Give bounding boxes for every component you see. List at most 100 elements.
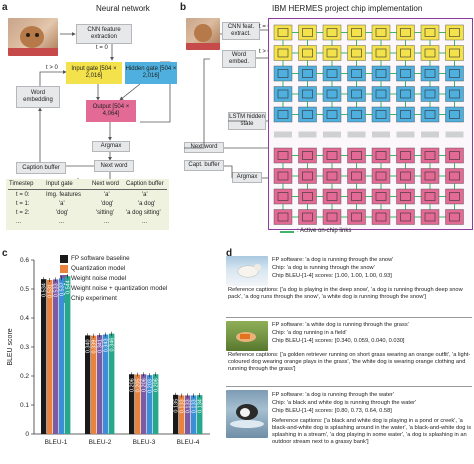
chip-tile-pink (273, 147, 293, 164)
chip-tile-blue (371, 65, 391, 82)
legend-label: FP software baseline (71, 255, 130, 262)
chip-tile-core (351, 89, 362, 99)
chip-tile-blue (273, 86, 293, 102)
chip-tile-core (400, 28, 411, 37)
chip-tile-core (277, 48, 289, 58)
chip-tile-yellow (298, 24, 317, 41)
bar-value-label: 0.134 (198, 399, 204, 413)
chip-tile-core (424, 212, 436, 222)
tgt0-label-a: t > 0 (46, 65, 58, 71)
cnn-feature-extraction-box: CNN feature extraction (76, 24, 132, 44)
chip-tile-core (400, 69, 411, 78)
bar-value-label: 0.531 (48, 284, 54, 298)
chip-tile-pink (298, 147, 317, 164)
next-word-box-a: Next word (94, 160, 134, 172)
chip-tile-yellow (445, 24, 464, 41)
snow-bleu-line: Chip BLEU-[1-4] scores: [1.00, 1.00, 1.0… (272, 273, 392, 279)
grass-chip-line: Chip: 'a dog running in a field' (272, 330, 347, 336)
y-tick-label: 0.6 (20, 257, 29, 264)
x-tick-label: BLEU-3 (133, 439, 156, 446)
chip-tile-blue (322, 86, 342, 102)
chip-tile-core (302, 48, 313, 58)
chip-tile-core (375, 69, 387, 78)
chip-tile-core (375, 212, 387, 222)
chip-tile-yellow (322, 24, 342, 41)
y-tick-label: 0 (25, 431, 29, 438)
chip-tile-yellow (347, 24, 366, 41)
chip-tile-core (375, 28, 387, 37)
chip-tile-core (400, 212, 411, 222)
chip-tile-core (351, 151, 362, 160)
chip-tile-core (302, 151, 313, 160)
bar-value-label: 0.206 (130, 378, 136, 392)
chip-tile-pink (371, 209, 391, 225)
table-cell: 'dog' (101, 201, 114, 207)
bar (65, 276, 71, 434)
water-fp-line: FP software: 'a dog is running through t… (272, 392, 394, 398)
bar (109, 333, 115, 434)
chip-tile-core (424, 89, 436, 99)
divider (226, 386, 472, 387)
chip-tile-core (277, 28, 289, 37)
table-cell: Img. features (46, 192, 82, 198)
chip-tile-pink (322, 168, 342, 184)
chip-tile-blue (396, 106, 415, 123)
bar (53, 279, 59, 434)
bar (103, 334, 109, 434)
bar-value-label: 0.203 (148, 379, 154, 393)
y-tick-label: 0.3 (20, 344, 29, 351)
t0-label-b: t = 0 (259, 24, 271, 30)
dog-photo-b (186, 18, 220, 50)
tgt0-label-b: t > 0 (259, 49, 271, 55)
chip-tile-core (302, 212, 313, 222)
word-embedding-box: Word embedding (16, 86, 60, 108)
table-cell: 'sitting' (96, 210, 114, 216)
chip-tile-core (400, 171, 411, 181)
table-cell: t = 0: (16, 192, 30, 198)
chip-tile-core (375, 192, 387, 201)
cnn-feat-extract-box: CNN feat. extract. (222, 22, 260, 40)
chip-tile-yellow (371, 24, 391, 41)
chip-tile-core (351, 28, 362, 37)
chip-tile-core (302, 89, 313, 99)
chip-tile-core (449, 48, 460, 58)
table-cell: ... (59, 219, 65, 225)
snow-chip-line: Chip: 'a dog is running through the snow… (272, 265, 375, 271)
chip-tile-core (400, 110, 411, 119)
timestep-table: Timestep Input gate Next word Caption bu… (6, 179, 169, 230)
chip-tile-core (449, 28, 460, 37)
divider (226, 317, 472, 318)
chip-tile-core (277, 89, 289, 99)
chip-tile-pink (322, 188, 342, 205)
water-bleu-line: Chip BLEU-[1-4] scores: [0.80, 0.73, 0.6… (272, 408, 392, 414)
bar (147, 375, 153, 434)
bar (173, 394, 179, 434)
chip-grid (268, 18, 473, 230)
legend-label: Quantization model (71, 265, 126, 272)
table-cell: 'a' (142, 192, 148, 198)
chip-tile-core (351, 192, 362, 201)
chip-tile-gray (396, 131, 415, 138)
chip-tile-core (351, 110, 362, 119)
chip-tile-blue (347, 86, 366, 102)
panel-b-title: IBM HERMES project chip implementation (272, 4, 423, 13)
chip-tile-yellow (298, 45, 317, 61)
bar (197, 395, 203, 434)
chip-tile-core (424, 28, 436, 37)
chip-tile-core (449, 212, 460, 222)
chip-tile-pink (298, 168, 317, 184)
chip-tile-core (326, 171, 338, 181)
chip-tile-yellow (371, 45, 391, 61)
active-link-legend-line (280, 231, 294, 233)
bar-value-label: 0.544 (66, 280, 72, 294)
chip-tile-pink (396, 168, 415, 184)
table-cell: ... (104, 219, 110, 225)
table-cell: t = 2: (16, 210, 30, 216)
chip-tile-gray (372, 131, 390, 138)
chip-tile-yellow (273, 45, 293, 61)
chip-tile-gray (421, 131, 439, 138)
table-cell: t = 1: (16, 201, 30, 207)
chip-tile-pink (347, 188, 366, 205)
chip-tile-core (326, 110, 338, 119)
y-tick-label: 0.5 (20, 286, 29, 293)
